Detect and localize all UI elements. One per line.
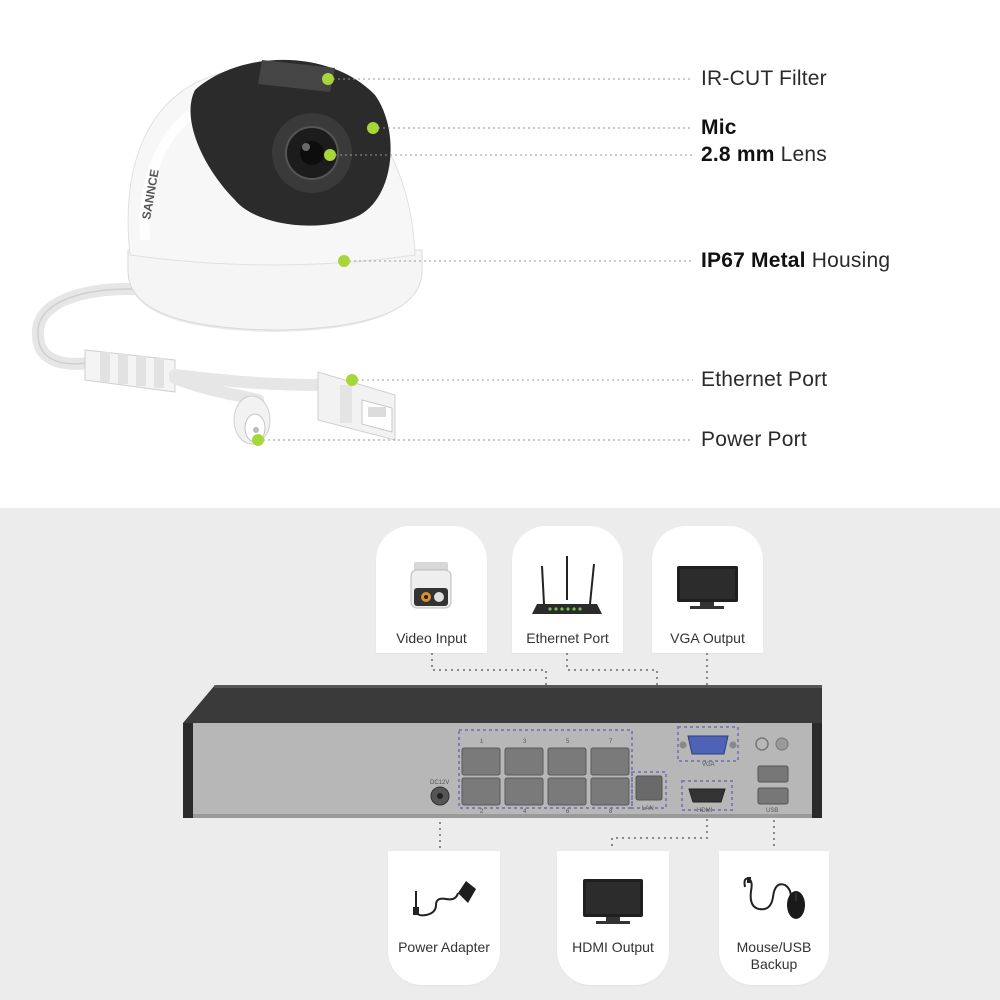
mic-callout: Mic — [701, 116, 737, 140]
power-marker — [252, 434, 264, 446]
poe-label-4: 4 — [523, 809, 527, 815]
vga-output-card: VGA Output — [652, 526, 763, 653]
lan-port — [635, 775, 663, 801]
vga-label: VGA — [702, 762, 715, 768]
monitor-icon — [677, 566, 738, 609]
camera-icon — [410, 562, 452, 609]
ethernet-port-callout: Ethernet Port — [701, 368, 828, 391]
mouse-usb-label: Mouse/USB Backup — [719, 939, 829, 973]
camera-section: SANNCE IR-CUT Filter Mic 2.8 mm Lens IP6… — [31, 59, 891, 451]
mouse-usb-card: Mouse/USB Backup — [719, 851, 829, 985]
poe-label-6: 6 — [566, 809, 570, 815]
usb-port-1 — [757, 765, 789, 783]
vga-port — [687, 735, 729, 755]
housing-bold: IP67 Metal — [701, 249, 806, 272]
hdmi-output-card: HDMI Output — [557, 851, 669, 985]
lan-label: LAN — [642, 806, 654, 812]
lens-bold: 2.8 mm — [701, 143, 775, 166]
power-adapter-label: Power Adapter — [398, 939, 490, 955]
video-input-label: Video Input — [396, 630, 467, 646]
lens-rest: Lens — [774, 143, 827, 166]
usb-port-2 — [757, 787, 789, 805]
router-icon — [532, 556, 602, 614]
poe-ports — [461, 747, 630, 806]
mic-marker — [367, 122, 379, 134]
hdmi-output-label: HDMI Output — [572, 939, 654, 955]
housing-rest: Housing — [805, 249, 891, 272]
poe-label-5: 5 — [566, 739, 570, 745]
mouse-usb-label-line2: Backup — [750, 956, 798, 972]
usb-label: USB — [766, 808, 778, 814]
ethernet-port-card: Ethernet Port — [512, 526, 623, 653]
mouse-icon — [743, 877, 805, 919]
ir-cut-callout: IR-CUT Filter — [701, 67, 827, 90]
poe-label-2: 2 — [480, 809, 484, 815]
hdmi-monitor-icon — [583, 879, 643, 924]
poe-label-8: 8 — [609, 809, 613, 815]
housing-marker — [338, 255, 350, 267]
ethernet-marker — [346, 374, 358, 386]
housing-callout: IP67 Metal Housing — [701, 249, 890, 273]
power-port-callout: Power Port — [701, 428, 807, 451]
vga-output-label: VGA Output — [670, 630, 745, 646]
power-adapter-icon — [413, 881, 476, 917]
dc-label: DC12V — [430, 780, 449, 786]
poe-label-1: 1 — [480, 739, 484, 745]
mic-label: Mic — [701, 116, 737, 139]
hdmi-port — [688, 788, 726, 803]
ethernet-connector — [317, 371, 396, 441]
power-connector — [233, 395, 271, 445]
video-input-card: Video Input — [376, 526, 487, 653]
ir-cut-marker — [322, 73, 334, 85]
cable-splitter — [84, 349, 176, 393]
lens-callout: 2.8 mm Lens — [701, 143, 827, 167]
nvr-illustration: DC12V VGA HDMI LAN USB 1 3 5 7 2 4 6 8 — [183, 653, 822, 850]
nvr-top-panel — [183, 685, 822, 723]
hdmi-label: HDMI — [697, 808, 713, 814]
poe-label-3: 3 — [523, 739, 527, 745]
nvr-section: Video Input Ethernet Port VGA Output — [0, 508, 1000, 1000]
poe-label-7: 7 — [609, 739, 613, 745]
mouse-usb-label-line1: Mouse/USB — [736, 939, 812, 955]
lens-marker — [324, 149, 336, 161]
dome-camera-illustration: SANNCE — [31, 59, 693, 446]
power-adapter-card: Power Adapter — [388, 851, 500, 985]
ethernet-port-label: Ethernet Port — [526, 630, 609, 646]
